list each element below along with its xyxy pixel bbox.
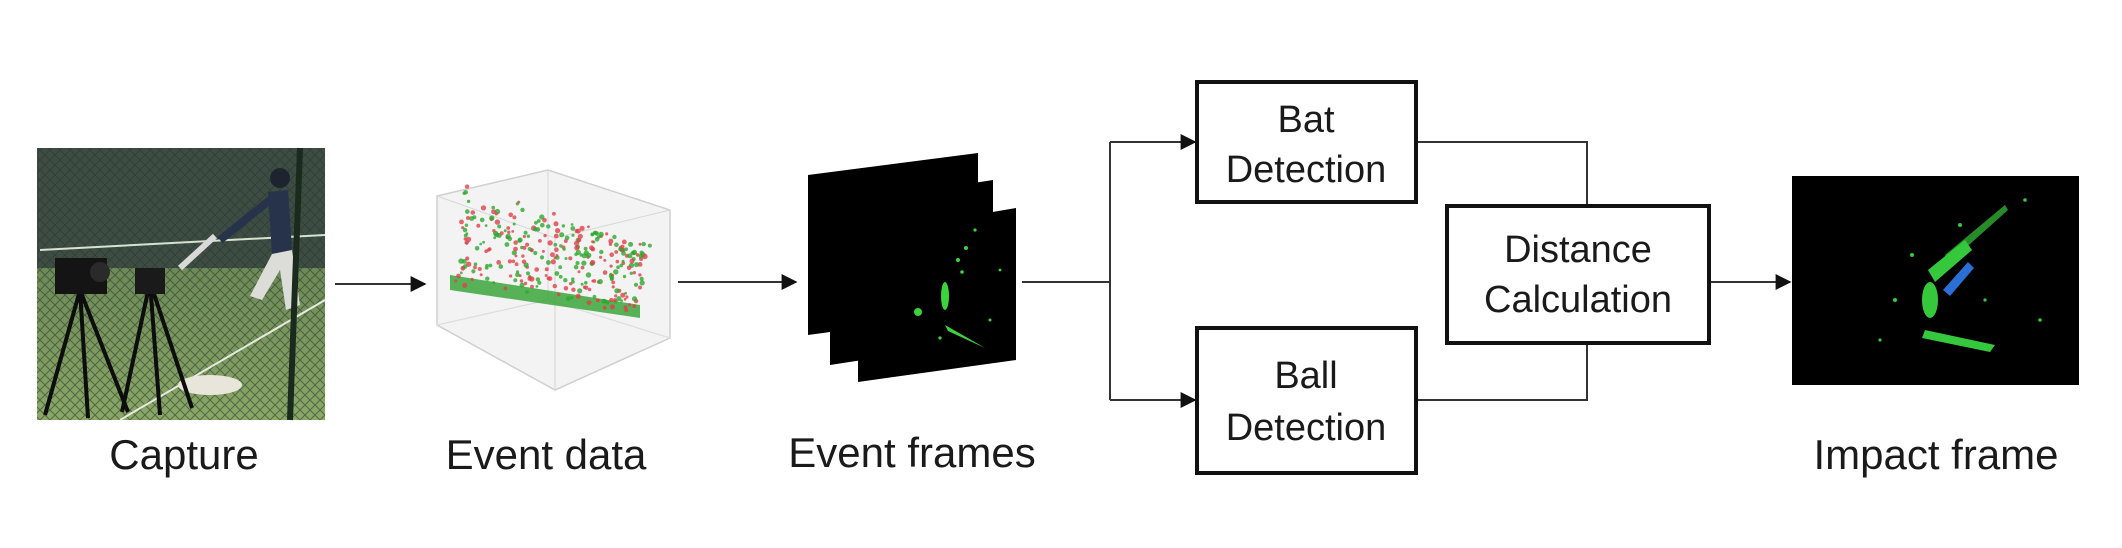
caption-capture: Capture [109,431,258,478]
impact-frame-image [1792,176,2079,385]
distance-calc-line2: Calculation [1484,279,1672,321]
ball-detection-line2: Detection [1226,407,1387,449]
distance-calculation-box: Distance Calculation [1445,204,1711,345]
caption-event-frames: Event frames [788,429,1035,476]
event-data-plot [436,169,671,391]
bat-detection-line2: Detection [1226,149,1387,191]
distance-calc-line1: Distance [1504,229,1652,271]
capture-photo [37,147,326,421]
line-ball-to-distance [1416,343,1588,401]
event-frames-stack [808,153,1016,382]
ball-detection-box: Ball Detection [1195,326,1418,475]
connectors [335,134,1792,408]
bat-detection-line1: Bat [1277,99,1334,141]
line-bat-to-distance [1416,141,1588,205]
caption-impact-frame: Impact frame [1813,431,2058,478]
bat-detection-box: Bat Detection [1195,80,1418,204]
caption-event-data: Event data [446,431,647,478]
ball-detection-line1: Ball [1274,355,1337,397]
